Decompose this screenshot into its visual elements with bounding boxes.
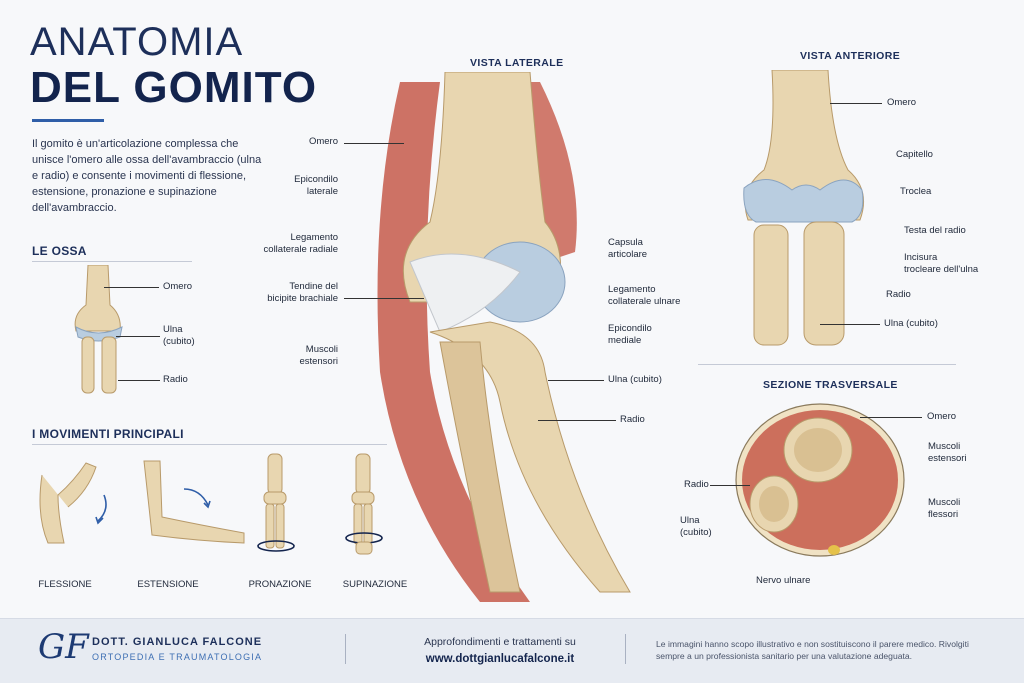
section-leader-radio	[710, 485, 750, 486]
bones-label-radio: Radio	[163, 374, 188, 385]
doctor-logo: GF	[38, 627, 89, 667]
section-label-ulna: Ulna (cubito)	[680, 515, 712, 539]
anterior-label-omero: Omero	[887, 97, 917, 108]
bones-leader-3	[118, 380, 160, 381]
lateral-label-radio: Radio	[620, 414, 645, 425]
lateral-label-capsula: Capsula articolare	[608, 237, 648, 261]
section-separator	[698, 364, 956, 365]
anterior-leader-7	[820, 324, 880, 325]
bones-heading: LE OSSA	[32, 244, 87, 258]
cross-section-illustration	[735, 403, 905, 557]
lateral-label-muscoli-estensori: Muscoli estensori	[299, 344, 338, 368]
anterior-leader-1	[830, 103, 882, 104]
lateral-label-legamento-ulnare: Legamento collaterale ulnare	[608, 284, 681, 308]
bones-leader-2	[116, 336, 160, 337]
bones-label-ulna: Ulna (cubito)	[163, 324, 195, 348]
section-label-muscoli-flessori: Muscoli flessori	[928, 497, 961, 521]
footer-divider-1	[345, 634, 346, 664]
anterior-label-troclea: Troclea	[900, 186, 932, 197]
doctor-name: DOTT. GIANLUCA FALCONE	[92, 636, 263, 648]
pronation-illustration	[257, 453, 295, 552]
lateral-leader-l4	[344, 298, 424, 299]
bones-leader-1	[104, 287, 159, 288]
anterior-label-testa-radio: Testa del radio	[904, 225, 966, 236]
lateral-leader-r4	[548, 380, 604, 381]
lateral-label-epicondilo-mediale: Epicondilo mediale	[608, 323, 652, 347]
movement-label-estensione: ESTENSIONE	[137, 579, 199, 590]
movement-label-flessione: FLESSIONE	[38, 579, 92, 590]
lateral-heading: VISTA LATERALE	[470, 57, 564, 69]
lateral-label-tendine-bicipite: Tendine del bicipite brachiale	[267, 281, 338, 305]
lateral-label-legamento-radiale: Legamento collaterale radiale	[263, 232, 338, 256]
supination-illustration	[345, 453, 383, 555]
footer-divider-2	[625, 634, 626, 664]
intro-text: Il gomito è un'articolazione complessa c…	[32, 138, 262, 214]
section-leader-omero	[860, 417, 922, 418]
disclaimer-text: Le immagini hanno scopo illustrativo e n…	[656, 639, 969, 662]
website-link[interactable]: www.dottgianlucafalcone.it	[425, 653, 575, 665]
lateral-label-epicondilo-laterale: Epicondilo laterale	[294, 174, 338, 198]
anterior-label-radio: Radio	[886, 289, 911, 300]
movements-rule	[32, 444, 387, 445]
movement-label-pronazione: PRONAZIONE	[248, 579, 312, 590]
title-line-1: ANATOMIA	[30, 20, 244, 64]
more-info-text: Approfondimenti e trattamenti su	[424, 636, 576, 648]
anterior-label-incisura: Incisura trocleare dell'ulna	[904, 252, 979, 276]
title-line-2: DEL GOMITO	[30, 63, 318, 112]
extension-illustration	[143, 460, 245, 544]
lateral-label-ulna: Ulna (cubito)	[608, 374, 662, 385]
bones-illustration	[74, 265, 123, 394]
anterior-label-capitello: Capitello	[896, 149, 933, 160]
anterior-illustration	[743, 70, 864, 346]
movements-heading: I MOVIMENTI PRINCIPALI	[32, 427, 184, 441]
lateral-illustration	[377, 72, 631, 602]
section-label-radio: Radio	[684, 479, 709, 490]
anterior-heading: VISTA ANTERIORE	[800, 50, 901, 62]
lateral-leader-r5	[538, 420, 616, 421]
doctor-specialty: ORTOPEDIA E TRAUMATOLOGIA	[92, 652, 263, 662]
bones-rule	[32, 261, 192, 262]
lateral-leader-l1	[344, 143, 404, 144]
section-label-muscoli-estensori: Muscoli estensori	[928, 441, 967, 465]
title-underline	[32, 119, 104, 122]
lateral-label-omero: Omero	[308, 136, 338, 147]
footer-bar	[0, 618, 1024, 683]
section-label-nervo-ulnare: Nervo ulnare	[756, 575, 811, 586]
bones-label-omero: Omero	[163, 281, 193, 292]
section-label-omero: Omero	[927, 411, 957, 422]
flexion-illustration	[39, 462, 107, 544]
movement-label-supinazione: SUPINAZIONE	[342, 579, 408, 590]
section-heading: SEZIONE TRASVERSALE	[763, 379, 898, 391]
anterior-label-ulna: Ulna (cubito)	[884, 318, 938, 329]
